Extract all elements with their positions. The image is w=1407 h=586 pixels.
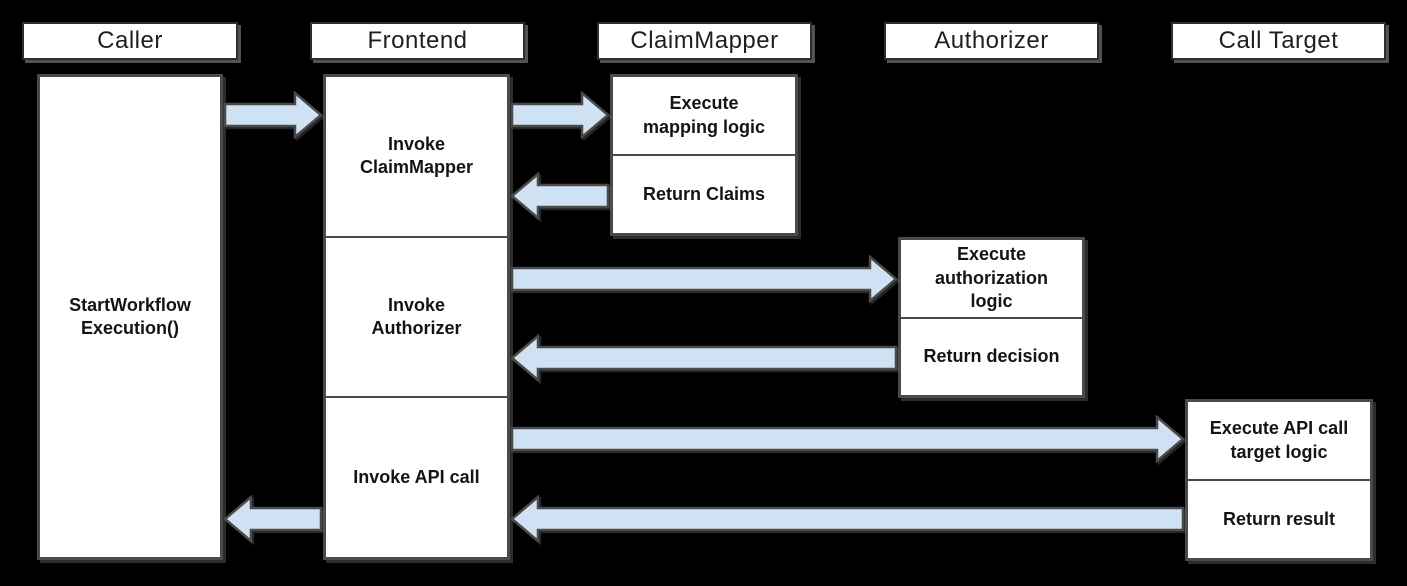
activity-label-execute-api-call-target-logic: Execute API call target logic xyxy=(1209,418,1349,462)
activity-cell-execute-mapping-logic: Execute mapping logic xyxy=(613,77,795,154)
lane-header-calltarget: Call Target xyxy=(1171,22,1386,60)
lane-header-authorizer-label: Authorizer xyxy=(934,27,1049,54)
lane-header-caller: Caller xyxy=(22,22,238,60)
arrow-claimmapper-to-frontend xyxy=(510,172,610,220)
arrow-authorizer-to-frontend xyxy=(510,334,898,382)
activity-calltarget-stack: Execute API call target logic Return res… xyxy=(1185,399,1373,561)
activity-label-execute-mapping-logic: Execute mapping logic xyxy=(642,93,765,137)
activity-label-return-claims: Return Claims xyxy=(642,183,766,204)
lane-header-claimmapper-label: ClaimMapper xyxy=(630,27,779,54)
activity-cell-return-claims: Return Claims xyxy=(613,154,795,233)
lane-header-frontend: Frontend xyxy=(310,22,525,60)
arrow-frontend-to-authorizer xyxy=(510,255,898,303)
arrow-caller-to-frontend xyxy=(223,91,323,139)
activity-cell-return-result: Return result xyxy=(1188,479,1370,558)
activity-cell-invoke-authorizer: Invoke Authorizer xyxy=(326,235,507,397)
activity-frontend-stack: Invoke ClaimMapper Invoke Authorizer Inv… xyxy=(323,74,510,560)
activity-authorizer-stack: Execute authorization logic Return decis… xyxy=(898,237,1085,398)
activity-label-invoke-api-call: Invoke API call xyxy=(353,466,480,487)
lane-header-calltarget-label: Call Target xyxy=(1218,27,1339,54)
arrow-calltarget-to-frontend xyxy=(510,495,1185,543)
activity-label-invoke-claimmapper: Invoke ClaimMapper xyxy=(359,133,474,178)
activity-cell-invoke-api-call: Invoke API call xyxy=(326,396,507,557)
activity-cell-execute-authorization-logic: Execute authorization logic xyxy=(901,240,1082,317)
activity-label-invoke-authorizer: Invoke Authorizer xyxy=(371,294,462,338)
lane-header-claimmapper: ClaimMapper xyxy=(597,22,812,60)
activity-cell-execute-api-call-target-logic: Execute API call target logic xyxy=(1188,402,1370,479)
activity-label-execute-authorization-logic: Execute authorization logic xyxy=(935,244,1048,311)
lane-header-caller-label: Caller xyxy=(97,27,163,54)
activity-cell-invoke-claimmapper: Invoke ClaimMapper xyxy=(326,77,507,236)
lane-header-frontend-label: Frontend xyxy=(367,27,468,54)
activity-cell-startworkflowexecution: StartWorkflow Execution() xyxy=(40,77,220,557)
activity-label-startworkflowexecution: StartWorkflow Execution() xyxy=(69,294,191,338)
activity-caller-startworkflowexecution: StartWorkflow Execution() xyxy=(37,74,223,560)
arrow-frontend-to-calltarget xyxy=(510,415,1185,463)
activity-cell-return-decision: Return decision xyxy=(901,316,1082,396)
arrow-frontend-to-claimmapper xyxy=(510,91,610,139)
activity-label-return-decision: Return decision xyxy=(923,346,1060,367)
activity-claimmapper-stack: Execute mapping logic Return Claims xyxy=(610,74,798,236)
arrow-frontend-to-caller xyxy=(223,495,323,543)
activity-label-return-result: Return result xyxy=(1222,508,1336,529)
lane-header-authorizer: Authorizer xyxy=(884,22,1099,60)
